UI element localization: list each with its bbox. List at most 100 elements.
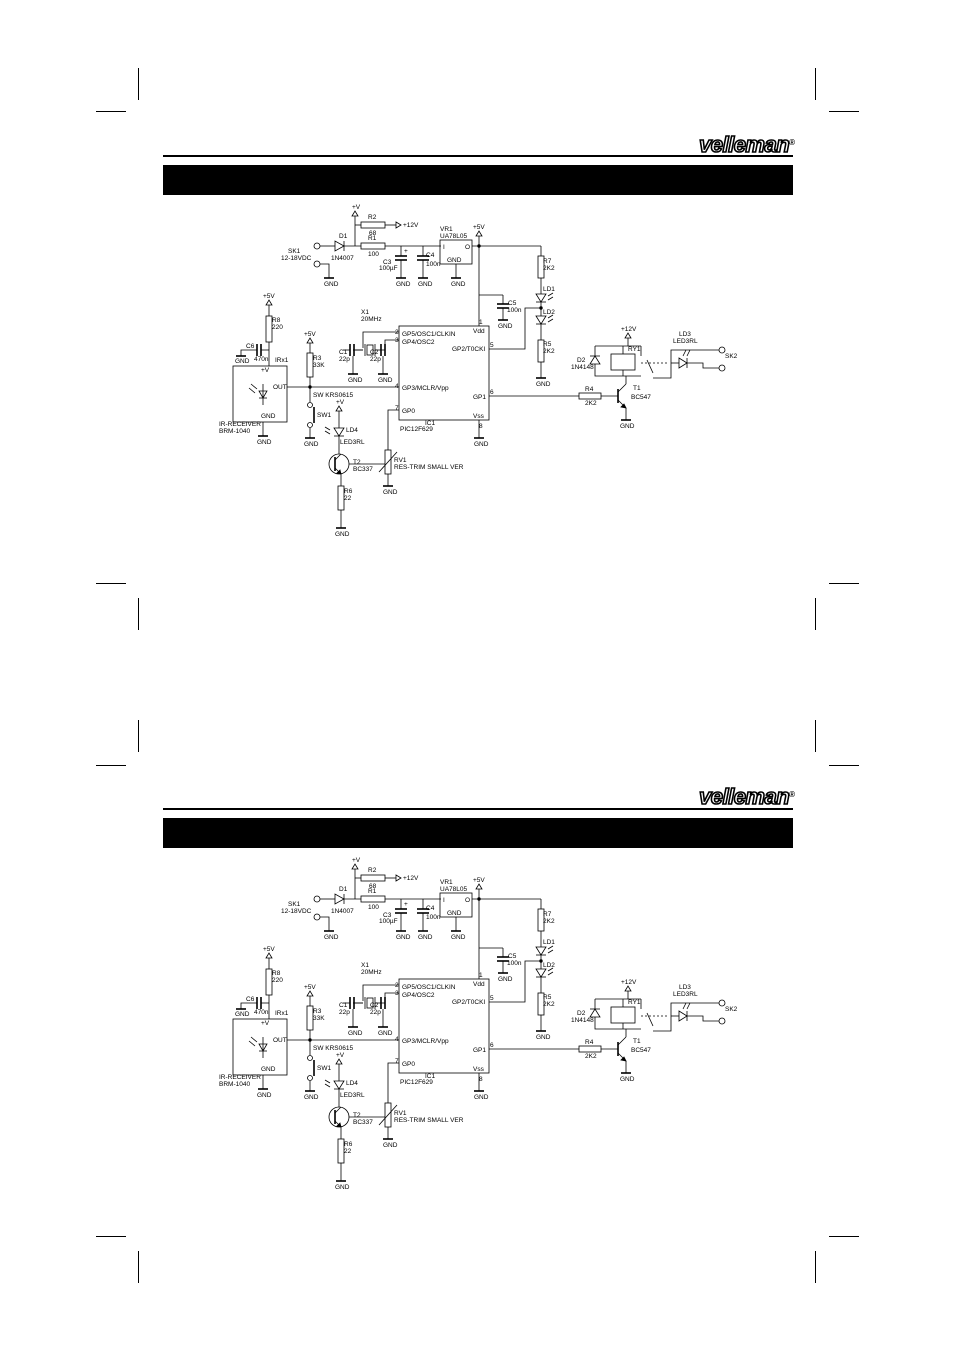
led-chain: R7 2K2 LD1 LD2 R5 2K2 GND (489, 899, 555, 1041)
vplus-arrow (351, 210, 359, 217)
vr1-pin-gnd: GND (447, 910, 462, 917)
t1-label: T1 (633, 385, 641, 392)
ld1-led (535, 946, 547, 956)
gnd-label: GND (383, 489, 398, 496)
c3-plus: + (404, 248, 408, 255)
plus5v-label: +5V (304, 331, 316, 338)
plus5v-arrow (306, 990, 314, 997)
t1-label: T1 (633, 1038, 641, 1045)
crop-mark (96, 111, 126, 112)
c5-label: C5 (508, 300, 517, 307)
d1-value: 1N4007 (331, 255, 354, 262)
ry1-label: RY1 (628, 346, 641, 353)
gnd-label: GND (235, 358, 250, 365)
vr1-value: UA78L05 (440, 233, 467, 240)
t2-label: T2 (353, 459, 361, 466)
sk2-label: SK2 (725, 1006, 738, 1013)
ic1-label: IC1 (425, 1073, 436, 1080)
ld4-led (333, 427, 345, 437)
vplus-label: +V (352, 857, 361, 864)
ic1-body (398, 978, 490, 1074)
ic1-pin-gp0: GP0 (402, 408, 415, 415)
t1-value: BC547 (631, 1047, 651, 1054)
r2-resistor (360, 221, 386, 229)
gnd-label: GND (418, 934, 433, 941)
d2-value: 1N4148 (571, 364, 594, 371)
r2-resistor (360, 874, 386, 882)
c6-label: C6 (246, 996, 255, 1003)
irx1-module (232, 365, 288, 423)
r6-label: R6 (344, 488, 353, 495)
gnd-label: GND (418, 281, 433, 288)
t2-label: T2 (353, 1112, 361, 1119)
ic1-pin-number: 1 (479, 972, 483, 979)
r8-value: 220 (272, 324, 283, 331)
ry1-coil (610, 353, 636, 371)
ir-receiver-value: BRM-1040 (219, 1081, 250, 1088)
ic1-label: IC1 (425, 420, 436, 427)
ir-receiver: +5V R8 220 GND C6 470n IRx1 +V OUT GND (219, 946, 399, 1101)
crop-mark (138, 720, 139, 752)
r4-label: R4 (585, 386, 594, 393)
ir-receiver-label: IR-RECEIVER (219, 421, 261, 428)
irx1-label: IRx1 (275, 357, 289, 364)
d2-label: D2 (577, 357, 586, 364)
vr1-value: UA78L05 (440, 886, 467, 893)
x1-value: 20MHz (361, 969, 382, 976)
r7-value: 2K2 (543, 265, 555, 272)
gnd-label: GND (474, 441, 489, 448)
plus5v-label: +5V (304, 984, 316, 991)
ic1-pin-number: 5 (490, 342, 494, 349)
gnd-label: GND (378, 377, 393, 384)
ic1-pin-number: 8 (479, 1076, 483, 1083)
r6-label: R6 (344, 1141, 353, 1148)
ic1-pin-number: 8 (479, 423, 483, 430)
ic1-pin-number: 2 (395, 329, 399, 336)
ic1-pin-number: 6 (490, 389, 494, 396)
irx1-pin-vplus: +V (261, 1020, 270, 1027)
ld1-label: LD1 (543, 939, 555, 946)
ic1-pin-vss: Vss (473, 413, 485, 420)
ic1-pin-vdd: Vdd (473, 981, 485, 988)
vplus-arrow (351, 863, 359, 870)
gnd-label: GND (324, 934, 339, 941)
ic1-value: PIC12F629 (400, 1079, 433, 1086)
c6-label: C6 (246, 343, 255, 350)
c3-label: C3 (383, 259, 392, 266)
sk2-terminal (718, 999, 726, 1007)
vr1-pin-i: I (443, 244, 445, 251)
ic1-pin-gp3: GP3/MCLR/Vpp (402, 385, 449, 392)
ld4-led (333, 1080, 345, 1090)
plus12v-label: +12V (403, 875, 419, 882)
section-header-bar (163, 165, 793, 195)
ry1-label: RY1 (628, 999, 641, 1006)
t2-value: BC337 (353, 466, 373, 473)
ic1-pin-number: 3 (395, 337, 399, 344)
ic1-body (398, 325, 490, 421)
x1-label: X1 (361, 309, 369, 316)
ic1-pin-number: 3 (395, 990, 399, 997)
d2-label: D2 (577, 1010, 586, 1017)
ic1-pin-number: 7 (395, 405, 399, 412)
crop-mark (96, 765, 126, 766)
r1-value: 100 (368, 904, 379, 911)
t2-value: BC337 (353, 1119, 373, 1126)
c3-plus: + (404, 901, 408, 908)
vplus-arrow (335, 1058, 343, 1065)
c1-value: 22p (339, 356, 350, 363)
gnd-label: GND (383, 1142, 398, 1149)
sk2-terminal (718, 346, 726, 354)
sk2-terminal (718, 364, 726, 372)
ld2-label: LD2 (543, 309, 555, 316)
r7-label: R7 (543, 258, 552, 265)
gnd-label: GND (335, 531, 350, 538)
ld1-label: LD1 (543, 286, 555, 293)
gnd-label: GND (235, 1011, 250, 1018)
c2-value: 22p (370, 1009, 381, 1016)
crop-mark (138, 1251, 139, 1283)
r3-value: 33K (313, 1015, 325, 1022)
gnd-label: GND (498, 323, 513, 330)
r1-resistor (360, 895, 386, 903)
ry1-coil (610, 1006, 636, 1024)
ic1-pin-gp2: GP2/T0CKI (452, 346, 485, 353)
